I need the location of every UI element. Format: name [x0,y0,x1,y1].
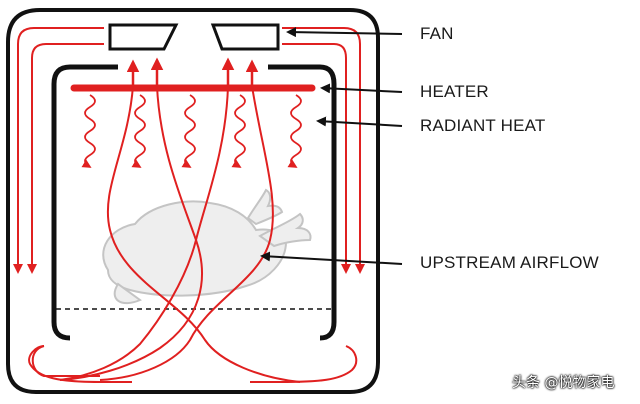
fan-left [108,23,179,51]
chicken-icon [102,188,312,305]
intake-arrows [126,57,259,86]
heater-label: HEATER [420,82,489,101]
radiant-heat-label: RADIANT HEAT [420,116,546,135]
upstream-airflow-curves [59,85,301,383]
inner-basket-left [51,64,118,341]
upstream-airflow-label: UPSTREAM AIRFLOW [420,253,599,272]
fan-label: FAN [420,24,454,43]
radiant-heat-waves [81,94,302,168]
label-pointers [260,27,403,265]
upstream-airflow-pointer [260,251,403,265]
outer-airflow-right [250,27,365,383]
watermark: 头条 @悦物家电 [512,375,615,391]
outer-airflow-left [13,27,132,383]
heater-pointer [320,83,403,94]
radiant-heat-pointer [316,116,403,127]
fan-right [210,23,280,51]
inner-basket-right [268,64,337,341]
outer-housing [6,8,380,394]
fan-pointer [286,27,403,38]
